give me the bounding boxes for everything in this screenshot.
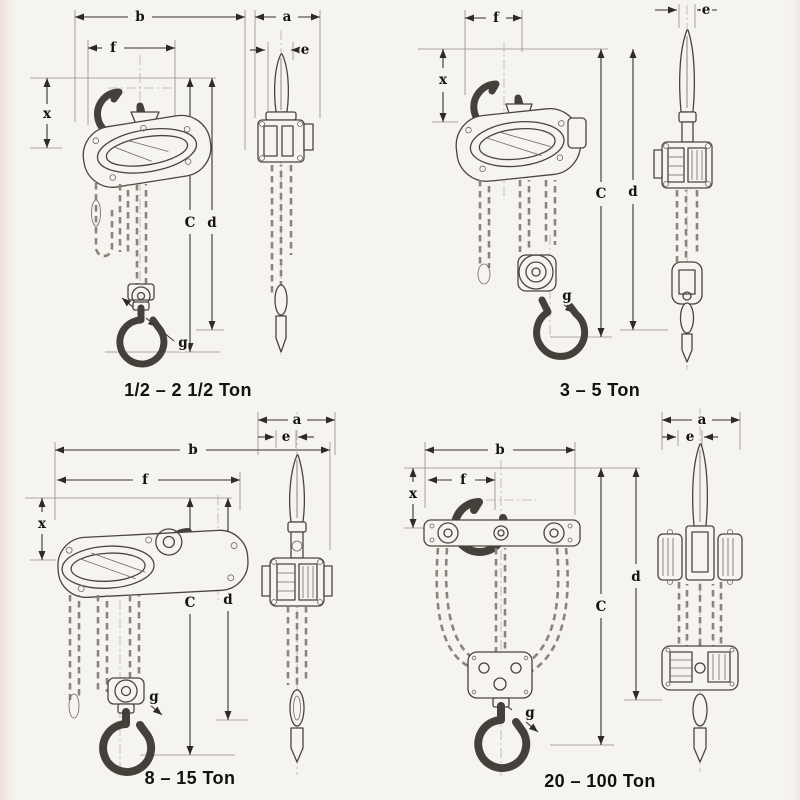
gear-housing	[455, 108, 582, 182]
dim-label-e: e	[301, 42, 310, 58]
bottom-hook	[116, 304, 168, 368]
bottom-hook-block	[467, 651, 533, 772]
side-bottom-hook	[290, 727, 304, 763]
dim-label-e: e	[702, 2, 711, 18]
dim-label-f: f	[493, 10, 500, 26]
side-body	[661, 141, 713, 189]
capacity-caption: 3 – 5 Ton	[560, 380, 640, 400]
suspension-crosshead	[423, 519, 581, 547]
side-bottom-hook	[275, 315, 287, 353]
chains	[68, 595, 141, 719]
dimension-labels: b f x C d g a e	[41, 7, 311, 353]
side-view	[657, 408, 743, 772]
side-body	[685, 525, 715, 581]
front-view	[57, 495, 249, 776]
front-view	[82, 55, 212, 368]
dimension-lines	[439, 6, 717, 337]
side-view	[261, 412, 333, 775]
dimension-lines	[409, 416, 740, 745]
dim-label-g: g	[178, 335, 188, 351]
dim-label-b: b	[495, 442, 504, 458]
bottom-hook	[474, 702, 531, 772]
dim-label-f: f	[460, 472, 467, 488]
dim-label-e: e	[282, 429, 291, 445]
dimension-lines	[43, 13, 320, 352]
dim-label-x: x	[409, 486, 418, 502]
dim-label-c: C	[596, 599, 607, 615]
side-view	[257, 30, 314, 355]
front-view	[455, 42, 589, 360]
hoist-drawing-q1: b f x C d g a e 1/2 – 2 1/2 Ton	[30, 7, 321, 400]
extension-lines	[30, 10, 321, 353]
dim-label-e: e	[686, 429, 695, 445]
dim-label-a: a	[283, 9, 292, 25]
capacity-caption: 8 – 15 Ton	[145, 768, 236, 788]
capacity-caption: 20 – 100 Ton	[544, 771, 656, 791]
dim-label-d: d	[628, 184, 638, 200]
gear-housing	[57, 528, 249, 598]
dim-label-f: f	[110, 40, 117, 56]
dim-label-g: g	[525, 705, 535, 721]
quadrant-8-to-15-ton: b f x C d g a e 8 – 15 Ton	[0, 400, 400, 800]
side-bottom-block	[661, 645, 739, 691]
dim-label-d: d	[207, 215, 217, 231]
bottom-hook	[533, 296, 589, 360]
front-view	[423, 460, 581, 778]
dim-label-b: b	[135, 9, 144, 25]
gear-housing	[82, 114, 212, 188]
hoist-drawing-q2: f x C d g e 3 – 5 Ton	[418, 0, 717, 400]
side-view	[653, 5, 713, 370]
dimension-labels: b f x C d g a e	[36, 410, 304, 707]
dimension-labels: f x C d g e	[437, 0, 712, 306]
bottom-hook-block	[517, 254, 589, 360]
dim-label-d: d	[631, 569, 641, 585]
dimension-lines	[38, 416, 335, 755]
side-top-hook	[274, 53, 289, 113]
quadrant-half-to-2half-ton: b f x C d g a e 1/2 – 2 1/2 Ton	[0, 0, 400, 400]
chains	[91, 183, 148, 286]
dim-label-g: g	[562, 288, 572, 304]
bottom-hook-block	[99, 677, 156, 776]
dim-label-x: x	[43, 106, 52, 122]
dim-label-b: b	[188, 442, 197, 458]
bottom-hook	[99, 708, 156, 776]
dim-label-c: C	[596, 186, 607, 202]
capacity-caption: 1/2 – 2 1/2 Ton	[124, 380, 252, 400]
dimension-labels: b f x C d g a e	[407, 410, 709, 723]
chain-falls	[435, 547, 569, 674]
bottom-hook-block	[116, 283, 168, 368]
dim-label-a: a	[293, 412, 302, 428]
dim-label-d: d	[223, 592, 233, 608]
chains	[477, 180, 557, 285]
side-bottom-hook	[693, 727, 707, 763]
quadrant-3-to-5-ton: f x C d g e 3 – 5 Ton	[400, 0, 800, 400]
dim-label-f: f	[142, 472, 149, 488]
dim-label-c: C	[185, 595, 196, 611]
hoist-drawing-q4: b f x C d g a e 20 – 100 Ton	[404, 408, 743, 791]
dim-label-x: x	[38, 516, 47, 532]
dim-label-x: x	[439, 72, 448, 88]
quadrant-20-to-100-ton: b f x C d g a e 20 – 100 Ton	[400, 400, 800, 800]
dim-label-c: C	[185, 215, 196, 231]
dim-label-a: a	[698, 412, 707, 428]
hoist-drawing-q3: b f x C d g a e 8 – 15 Ton	[25, 410, 336, 788]
dim-label-g: g	[149, 689, 159, 705]
side-bottom-hook	[681, 333, 693, 363]
